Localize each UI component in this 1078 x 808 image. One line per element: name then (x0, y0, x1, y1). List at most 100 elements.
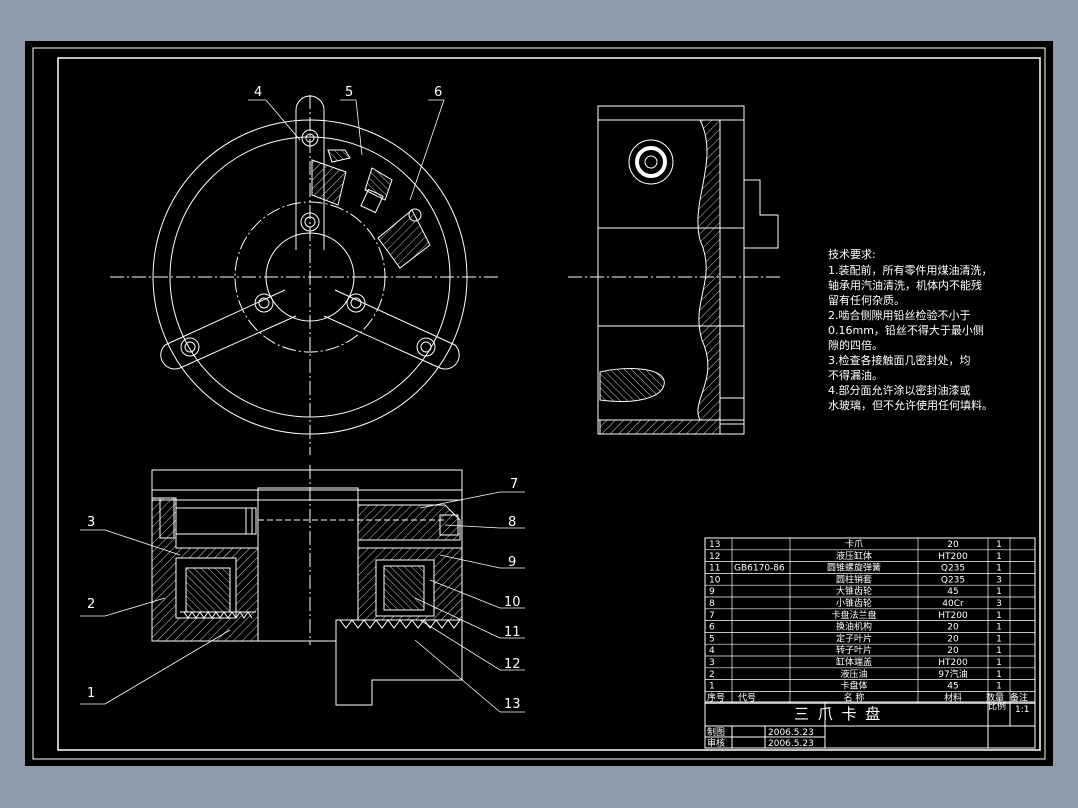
scale-value: 1:1 (1015, 705, 1029, 715)
callout-9: 9 (508, 555, 516, 570)
table-cell-count: 1 (996, 552, 1002, 562)
table-header-name: 名 称 (844, 691, 865, 703)
table-cell-material: 20 (947, 646, 959, 656)
drawn-label: 制图 (707, 726, 725, 738)
table-cell-count: 1 (996, 646, 1002, 656)
requirement-line: 留有任何杂质。 (828, 293, 905, 307)
requirement-line: 0.16mm，铅丝不得大于最小侧 (828, 323, 984, 337)
table-cell-material: 45 (947, 587, 958, 597)
table-cell-no: 9 (709, 587, 715, 597)
checked-label: 审核 (707, 737, 725, 749)
requirement-line: 不得漏油。 (828, 368, 883, 382)
callout-10: 10 (504, 595, 521, 610)
table-cell-name: 圆柱销套 (836, 573, 872, 585)
scale-label: 比例 (988, 700, 1006, 712)
table-cell-material: HT200 (938, 611, 968, 621)
drawing-sheet (25, 41, 1053, 766)
callout-5: 5 (345, 85, 353, 100)
checked-date: 2006.5.23 (768, 739, 814, 749)
table-cell-material: 40Cr (942, 599, 964, 609)
table-cell-material: 45 (947, 682, 958, 692)
table-cell-count: 3 (996, 575, 1002, 585)
table-cell-name: 卡爪 (845, 538, 863, 550)
table-cell-name: 圆锥螺旋弹簧 (827, 562, 881, 574)
drawn-date: 2006.5.23 (768, 728, 814, 738)
table-cell-no: 7 (709, 611, 715, 621)
table-header-code: 代号 (738, 692, 756, 703)
table-cell-count: 1 (996, 611, 1002, 621)
callout-12: 12 (504, 657, 521, 672)
table-cell-count: 1 (996, 682, 1002, 692)
outer-border (32, 47, 1046, 760)
callout-2: 2 (87, 597, 95, 612)
table-cell-material: Q235 (941, 564, 965, 574)
table-cell-count: 1 (996, 564, 1002, 574)
table-cell-name: 液压油 (840, 668, 867, 680)
callout-7: 7 (510, 477, 518, 492)
requirement-line: 4.部分面允许涂以密封油漆或 (828, 383, 971, 397)
table-cell-code: GB6170-86 (734, 564, 785, 574)
section-view (151, 465, 463, 706)
drawing-title: 三 爪 卡 盘 (794, 705, 882, 723)
table-cell-no: 5 (709, 634, 715, 644)
table-cell-name: 小锥齿轮 (836, 597, 872, 609)
table-cell-material: 20 (947, 634, 959, 644)
table-cell-no: 8 (709, 599, 715, 609)
table-cell-count: 1 (996, 623, 1002, 633)
table-cell-count: 1 (996, 540, 1002, 550)
table-cell-name: 换油机构 (836, 621, 872, 633)
table-cell-material: Q235 (941, 575, 965, 585)
inner-frame (57, 57, 1041, 751)
table-header-qty: 数量 (986, 691, 1004, 703)
table-cell-name: 液压缸体 (836, 550, 872, 562)
callout-8: 8 (508, 515, 516, 530)
table-cell-count: 1 (996, 658, 1002, 668)
callout-1: 1 (87, 686, 95, 701)
requirement-line: 轴承用汽油清洗，机体内不能残 (828, 278, 982, 292)
table-cell-no: 6 (709, 623, 715, 633)
requirement-line: 水玻璃，但不允许使用任何填料。 (828, 398, 993, 412)
table-cell-no: 3 (709, 658, 715, 668)
requirements-title: 技术要求: (828, 248, 876, 261)
front-view (110, 95, 500, 455)
callout-3: 3 (87, 515, 95, 530)
table-header-material: 材料 (944, 691, 962, 703)
section-leaders (80, 491, 525, 713)
table-cell-count: 1 (996, 587, 1002, 597)
table-cell-count: 1 (996, 670, 1002, 680)
table-header-note: 备注 (1010, 691, 1028, 703)
table-cell-name: 缸体端盖 (836, 656, 872, 668)
technical-requirements: 技术要求: 1.装配前，所有零件用煤油清洗， 轴承用汽油清洗，机体内不能残 留有… (828, 248, 993, 412)
table-cell-no: 2 (709, 670, 715, 680)
callout-11: 11 (504, 625, 521, 640)
table-cell-no: 4 (709, 646, 715, 656)
table-cell-material: 20 (947, 540, 959, 550)
table-cell-material: 97汽油 (938, 668, 967, 680)
table-cell-name: 卡盘体 (840, 680, 867, 692)
requirement-line: 1.装配前，所有零件用煤油清洗， (828, 263, 993, 277)
table-cell-name: 定子叶片 (836, 632, 872, 644)
table-header-no: 序号 (707, 691, 725, 703)
table-cell-name: 大锥齿轮 (836, 585, 872, 597)
table-cell-name: 卡盘法兰盘 (831, 609, 876, 621)
callout-6: 6 (434, 85, 442, 100)
table-cell-count: 1 (996, 634, 1002, 644)
table-cell-no: 10 (709, 575, 721, 585)
table-cell-no: 13 (709, 540, 720, 550)
callout-13: 13 (504, 697, 521, 712)
table-cell-no: 1 (709, 682, 715, 692)
table-cell-no: 12 (709, 552, 720, 562)
title-block (704, 701, 1036, 749)
requirement-line: 2.啮合侧隙用铅丝检验不小于 (828, 308, 971, 322)
table-cell-material: HT200 (938, 552, 968, 562)
table-cell-count: 3 (996, 599, 1002, 609)
table-cell-material: 20 (947, 623, 959, 633)
requirement-line: 隙的四倍。 (828, 338, 883, 352)
side-view (568, 105, 780, 435)
front-view-leaders (248, 99, 445, 201)
table-cell-material: HT200 (938, 658, 968, 668)
table-cell-no: 11 (709, 564, 720, 574)
